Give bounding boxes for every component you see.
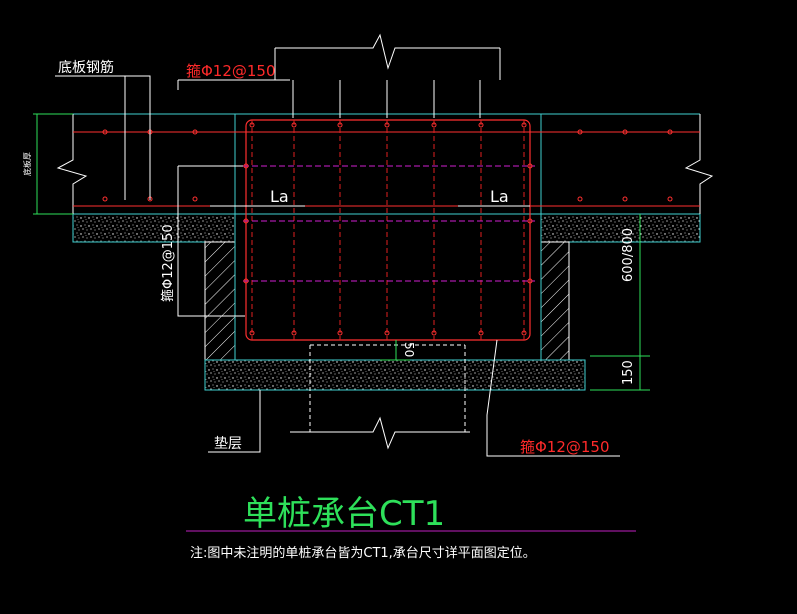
cap-rebar-dots bbox=[243, 122, 533, 336]
slab-thickness-label: 底板厚 bbox=[22, 152, 32, 176]
break-lines bbox=[56, 33, 714, 450]
pile bbox=[309, 344, 466, 432]
stirrup-left-label: 箍Φ12@150 bbox=[160, 224, 176, 302]
bottom-slab-rebar-label: 底板钢筋 bbox=[58, 59, 114, 76]
dimension-lines bbox=[33, 113, 650, 391]
anchorage-left-label: La bbox=[270, 187, 289, 206]
pile-cap-outline bbox=[234, 114, 542, 361]
brick-walls bbox=[204, 241, 570, 361]
cap-ties bbox=[243, 165, 535, 282]
stirrup-top-label: 箍Φ12@150 bbox=[186, 62, 276, 80]
cap-cushion bbox=[204, 359, 586, 391]
drawing-note: 注:图中未注明的单桩承台皆为CT1,承台尺寸详平面图定位。 bbox=[190, 545, 536, 561]
drawing-title: 单桩承台CT1 bbox=[243, 494, 445, 534]
anchorage-right-label: La bbox=[490, 187, 509, 206]
leader-lines bbox=[55, 48, 620, 457]
dim-offset-label: 50 bbox=[402, 342, 416, 357]
cap-rebar-cage bbox=[245, 119, 531, 341]
stirrup-bottom-label: 箍Φ12@150 bbox=[520, 438, 610, 456]
dim-cushion-label: 150 bbox=[621, 360, 636, 385]
cushion-layer-label: 垫层 bbox=[214, 436, 242, 452]
slab-cushion bbox=[72, 213, 701, 243]
cap-stirrups bbox=[251, 120, 525, 340]
dim-height-label: 600/800 bbox=[621, 228, 636, 282]
